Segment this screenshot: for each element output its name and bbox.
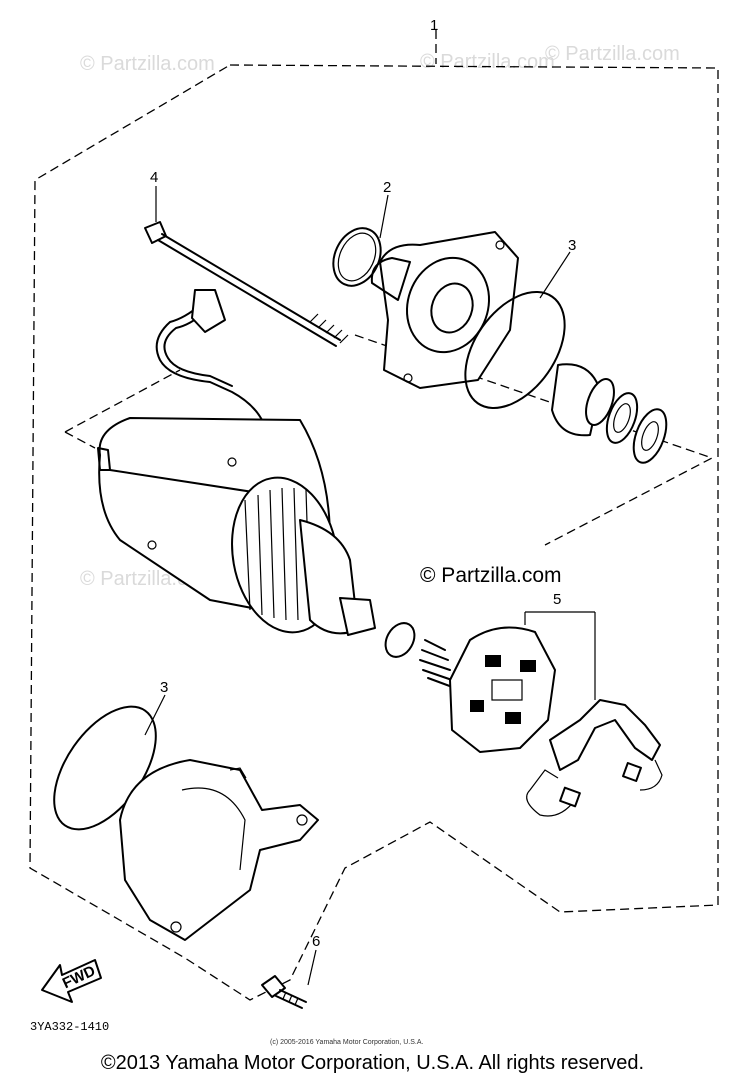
starter-motor — [97, 417, 376, 636]
diagram-code: 3YA332-1410 — [30, 1020, 109, 1034]
bushing-ring — [384, 622, 416, 658]
callout-5: 5 — [553, 591, 561, 608]
callout-6: 6 — [312, 933, 320, 950]
rear-cover — [119, 759, 319, 941]
small-copyright: (c) 2005-2016 Yamaha Motor Corporation, … — [270, 1039, 423, 1046]
leader-2 — [379, 194, 389, 239]
long-bolt — [144, 221, 349, 347]
callout-3-bottom: 3 — [160, 679, 168, 696]
brush-plate — [526, 699, 663, 817]
callout-1: 1 — [430, 17, 438, 34]
watermark-top-right: © Partzilla.com — [420, 51, 555, 73]
short-bolt — [261, 975, 307, 1009]
watermark-main: © Partzilla.com — [420, 564, 562, 587]
assembly-dashed-outline — [29, 64, 719, 1001]
brush-holder — [449, 626, 556, 753]
subgroup-dashed-outline — [64, 334, 714, 546]
callout-4: 4 — [150, 169, 158, 186]
footer-copyright: ©2013 Yamaha Motor Corporation, U.S.A. A… — [100, 1052, 645, 1074]
callout-3-top: 3 — [568, 237, 576, 254]
leader-3-top — [539, 251, 571, 299]
front-cover — [370, 231, 519, 389]
washer-stack — [551, 363, 668, 464]
callout-2: 2 — [383, 179, 391, 196]
leader-6 — [307, 949, 317, 986]
o-ring-large-top — [464, 291, 566, 409]
brush-spring — [419, 639, 456, 689]
watermark-top-left: © Partzilla.com — [80, 53, 215, 75]
part-5-bracket — [524, 611, 596, 700]
leader-3-bottom — [144, 694, 166, 736]
fwd-arrow-icon: FWD — [41, 959, 102, 1003]
watermark-corner-right: © Partzilla.com — [545, 43, 680, 65]
o-ring-small — [332, 227, 382, 287]
